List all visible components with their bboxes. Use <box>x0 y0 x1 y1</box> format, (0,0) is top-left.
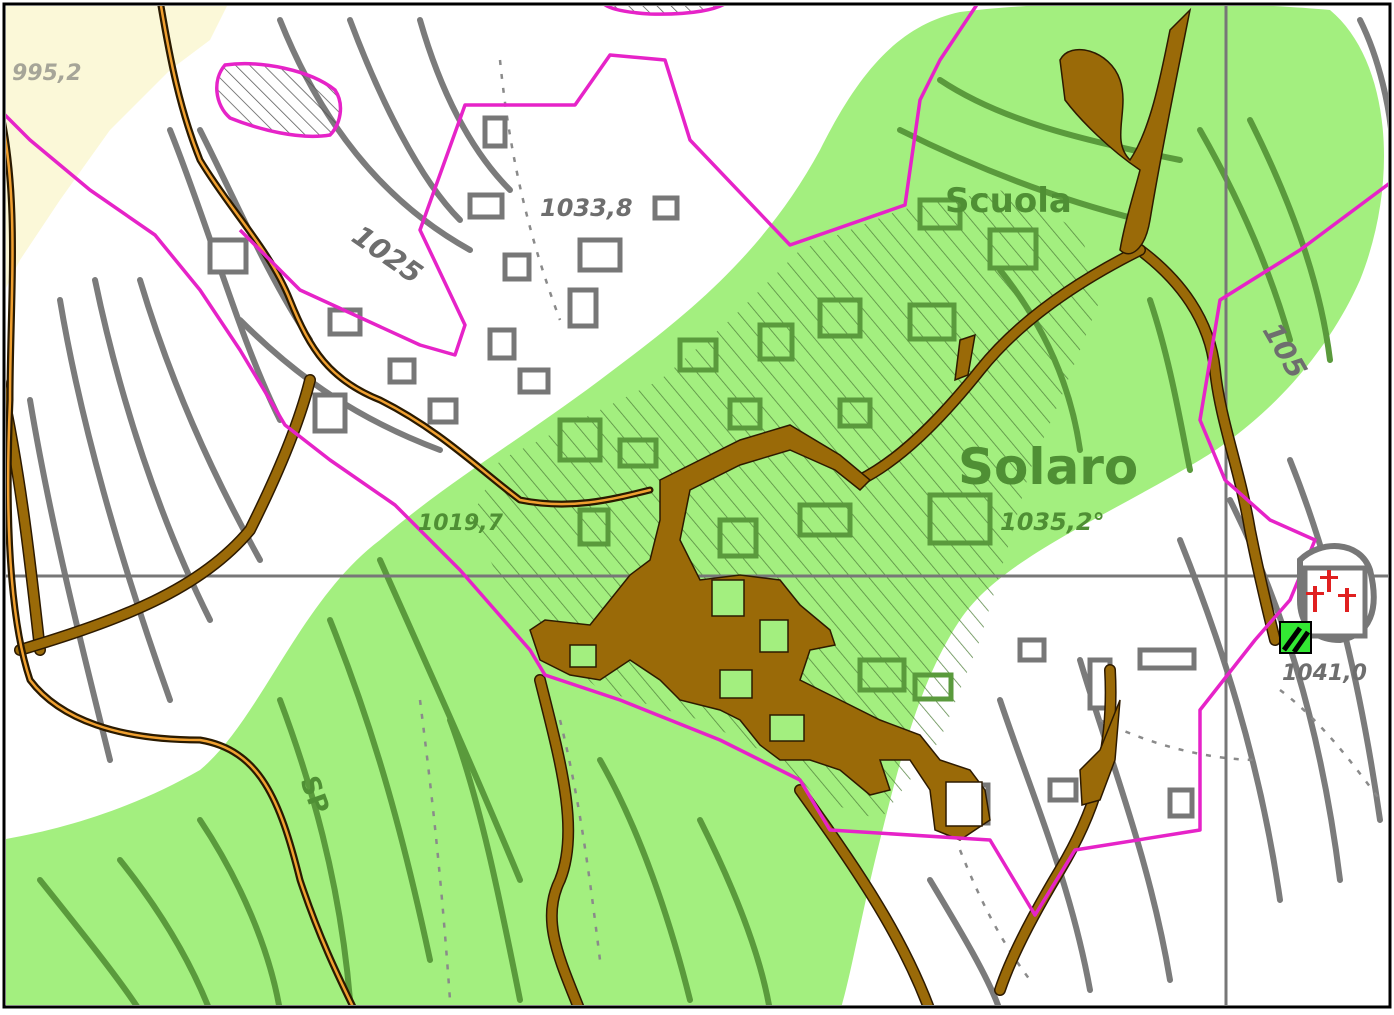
state-roads <box>6 6 654 1005</box>
cemetery-cross-icon <box>1306 570 1356 612</box>
hatched-building-top-left <box>215 61 343 139</box>
forest-contour-lines <box>37 77 1333 1005</box>
hatched-square-marker-icon[interactable] <box>1279 621 1312 654</box>
forest-buildings <box>557 197 1039 702</box>
administrative-boundaries <box>6 6 1388 917</box>
contour-lines <box>27 17 1388 1005</box>
hatched-building-top <box>603 6 725 16</box>
elevation-label-995-2: 995,2 <box>12 61 82 86</box>
village-core <box>529 7 1192 841</box>
plain-zone <box>6 6 227 288</box>
elevation-label-1019-7: 1019,7 <box>418 511 504 536</box>
elevation-label-1033-8: 1033,8 <box>540 194 633 222</box>
place-label-solaro: Solaro <box>958 438 1138 496</box>
brown-roads <box>6 244 1281 1005</box>
elevation-label-1041-0: 1041,0 <box>1282 661 1367 686</box>
elevation-label-1035-2: 1035,2° <box>1000 508 1105 536</box>
buildings <box>207 115 1197 826</box>
place-label-scuola: Scuola <box>945 181 1072 221</box>
